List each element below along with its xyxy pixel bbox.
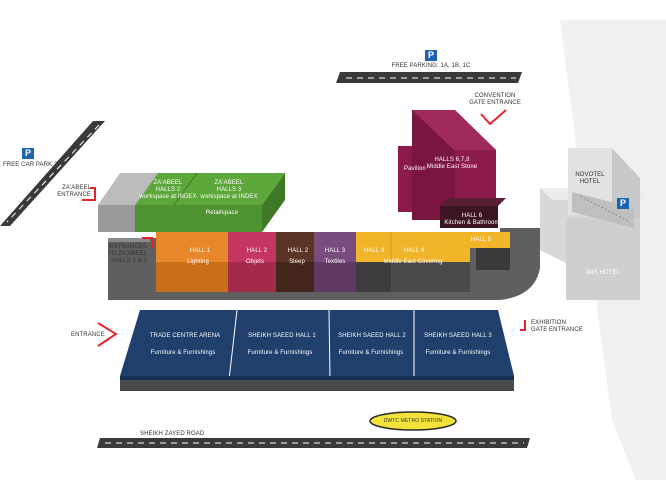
halls-row [156, 232, 470, 292]
hall5-name: HALL 5 [470, 237, 492, 243]
parking-pin-free-parking: P [425, 50, 437, 61]
sheikh-saeed-1-category: Furniture & Furnishings [247, 350, 313, 356]
hall3-name: HALL 3 [363, 248, 385, 254]
hall3-textiles-name: HALL 3 [324, 248, 346, 254]
entrance-markers [82, 109, 526, 347]
parking-pin-car-park-2: P [22, 148, 34, 159]
sheikh-saeed-2-category: Furniture & Furnishings [338, 350, 404, 356]
sheikh-saeed-1-name: SHEIKH SAEED HALL 1 [248, 333, 316, 339]
sheikh-saeed-3-category: Furniture & Furnishings [425, 350, 491, 356]
ibis-label: IBIS HOTEL [585, 270, 621, 276]
convention-gate-label: CONVENTION GATE ENTRANCE [469, 93, 521, 106]
exhibition-gate-marker [520, 320, 526, 331]
zabeel-entrance-label: ZA'ABEEL ENTRANCE [57, 185, 91, 198]
hall1-name: HALL 1 [189, 248, 211, 254]
arena-hall-category: Furniture & Furnishings [150, 350, 216, 356]
entrances-to-halls-label: ENTRANCES TO ZA'ABEEL HALLS 2 & 3 [107, 244, 147, 264]
zabeel-hall2-label: ZA'ABEEL HALLS 2 workspace at INDEX [139, 180, 197, 200]
upper-halls-block [398, 110, 506, 228]
halls-entrance-marker [142, 237, 153, 248]
arena-hall-name: TRADE CENTRE ARENA [149, 333, 221, 339]
sheikh-zayed-road-label: SHEIKH ZAYED ROAD [140, 431, 205, 437]
arena-entrance-marker [97, 322, 118, 347]
halls-678-label: HALLS 6,7,8 Middle East Stone [426, 157, 478, 170]
pavilion-label: Pavilion [404, 166, 426, 172]
sheikh-saeed-3-name: SHEIKH SAEED HALL 3 [424, 333, 492, 339]
novotel-label: NOVOTEL HOTEL [575, 172, 605, 185]
parking-pin-hotel: P [617, 198, 629, 209]
hotels-block [540, 148, 650, 300]
hall3-textiles-category: Textiles [324, 259, 346, 265]
metro-station [369, 411, 457, 431]
zabeel-hall3-label: ZA'ABEEL HALLS 3 workspace at INDEX [200, 180, 258, 200]
hall4-category: Middle East Covering [383, 259, 443, 265]
arena-block [120, 309, 514, 391]
exhibition-gate-label: EXHIBITION GATE ENTRANCE [531, 320, 583, 333]
hall2-objets-category: Objets [246, 259, 264, 265]
hall1-category: Lighting [187, 259, 209, 265]
hall2-sleep-category: Sleep [289, 259, 305, 265]
top-road [336, 72, 522, 83]
hall2-sleep-name: HALL 2 [287, 248, 309, 254]
retailspace-label: Retailspace [205, 210, 239, 216]
zabeel-entrance-marker [82, 187, 96, 201]
free-car-park-2-label: FREE CAR PARK 2 [3, 162, 58, 168]
car-park-road [0, 121, 105, 226]
hall6-label: HALL 6 Kitchen & Bathroom [444, 213, 500, 226]
hall4-name: HALL 4 [403, 248, 425, 254]
zabeel-block [98, 172, 285, 232]
sheikh-zayed-road [97, 438, 530, 448]
convention-gate-marker [480, 109, 507, 126]
entrance-label: ENTRANCE [71, 332, 105, 338]
metro-station-label: DWTC METRO STATION [383, 418, 443, 424]
hall2-objets-name: HALL 2 [246, 248, 268, 254]
free-parking-label: FREE PARKING: 1A, 1B, 1C [391, 63, 471, 69]
hall5-block [470, 232, 510, 270]
sheikh-saeed-2-name: SHEIKH SAEED HALL 2 [338, 333, 406, 339]
